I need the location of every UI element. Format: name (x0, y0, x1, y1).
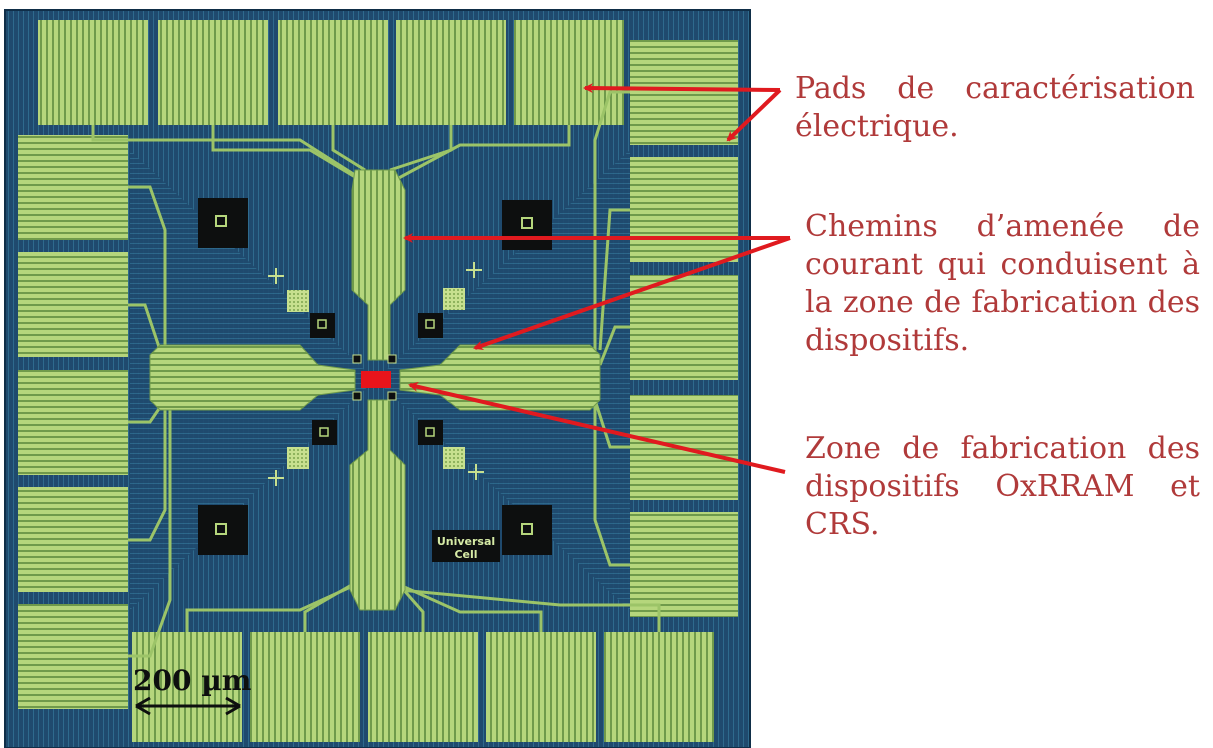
annotation-line: la zone de fabrication des (805, 285, 1200, 320)
universal-cell-label: Universal Cell (432, 530, 500, 562)
pad (132, 632, 242, 742)
pad (18, 604, 128, 709)
arrow-pads-top (583, 83, 781, 94)
pad (514, 20, 624, 125)
chip-label-line-2: Cell (454, 548, 477, 561)
pad (18, 487, 128, 592)
pad (368, 632, 478, 742)
pads-bottom (132, 632, 714, 742)
pad (630, 275, 738, 380)
annotation-fabrication-zone: Zone de fabrication des dispositifs OxRR… (805, 430, 1200, 544)
pads-left (18, 135, 128, 709)
pads-right (630, 40, 738, 617)
marker (502, 505, 552, 555)
arrow-path-right (473, 236, 791, 351)
scale-bar: 200 µm (133, 664, 251, 716)
annotation-line: CRS. (805, 507, 880, 542)
pads-top (38, 20, 624, 125)
marker (418, 313, 443, 338)
arrow-pads-right (726, 88, 782, 142)
pad (250, 632, 360, 742)
alignment-markers (198, 198, 552, 555)
scale-bar-label: 200 µm (133, 664, 251, 697)
pad (396, 20, 506, 125)
marker (312, 420, 337, 445)
annotation-line: électrique. (795, 109, 959, 144)
pad (630, 512, 738, 617)
annotation-line: Chemins d’amenée de (805, 209, 1200, 244)
marker (310, 313, 335, 338)
annotation-arrows (403, 83, 791, 474)
pad (630, 157, 738, 262)
dotted-marker (287, 447, 309, 469)
pad (278, 20, 388, 125)
annotation-line: dispositifs OxRRAM et (805, 469, 1200, 504)
pad (38, 20, 148, 125)
pad (486, 632, 596, 742)
path-left (149, 344, 356, 411)
arrow-device-zone (408, 381, 786, 474)
dotted-marker (287, 290, 309, 312)
dotted-marker (443, 447, 465, 469)
annotation-line: Pads de caractérisation (795, 71, 1195, 106)
pad (158, 20, 268, 125)
annotation-line: courant qui conduisent à (805, 247, 1200, 282)
device-fabrication-zone (361, 371, 391, 388)
pad (630, 40, 738, 145)
annotation-pads: Pads de caractérisation électrique. (795, 70, 1195, 146)
annotation-line: dispositifs. (805, 323, 970, 358)
marker (502, 200, 552, 250)
pad (18, 370, 128, 475)
chip-label-line-1: Universal (437, 535, 495, 548)
pad (18, 135, 128, 240)
marker (198, 505, 248, 555)
pad (18, 252, 128, 357)
dotted-marker (443, 288, 465, 310)
marker (418, 420, 443, 445)
pad (604, 632, 714, 742)
current-paths (149, 169, 601, 611)
annotation-current-paths: Chemins d’amenée de courant qui conduise… (805, 208, 1200, 360)
path-bottom (349, 399, 406, 611)
marker (198, 198, 248, 248)
annotation-line: Zone de fabrication des (805, 431, 1200, 466)
